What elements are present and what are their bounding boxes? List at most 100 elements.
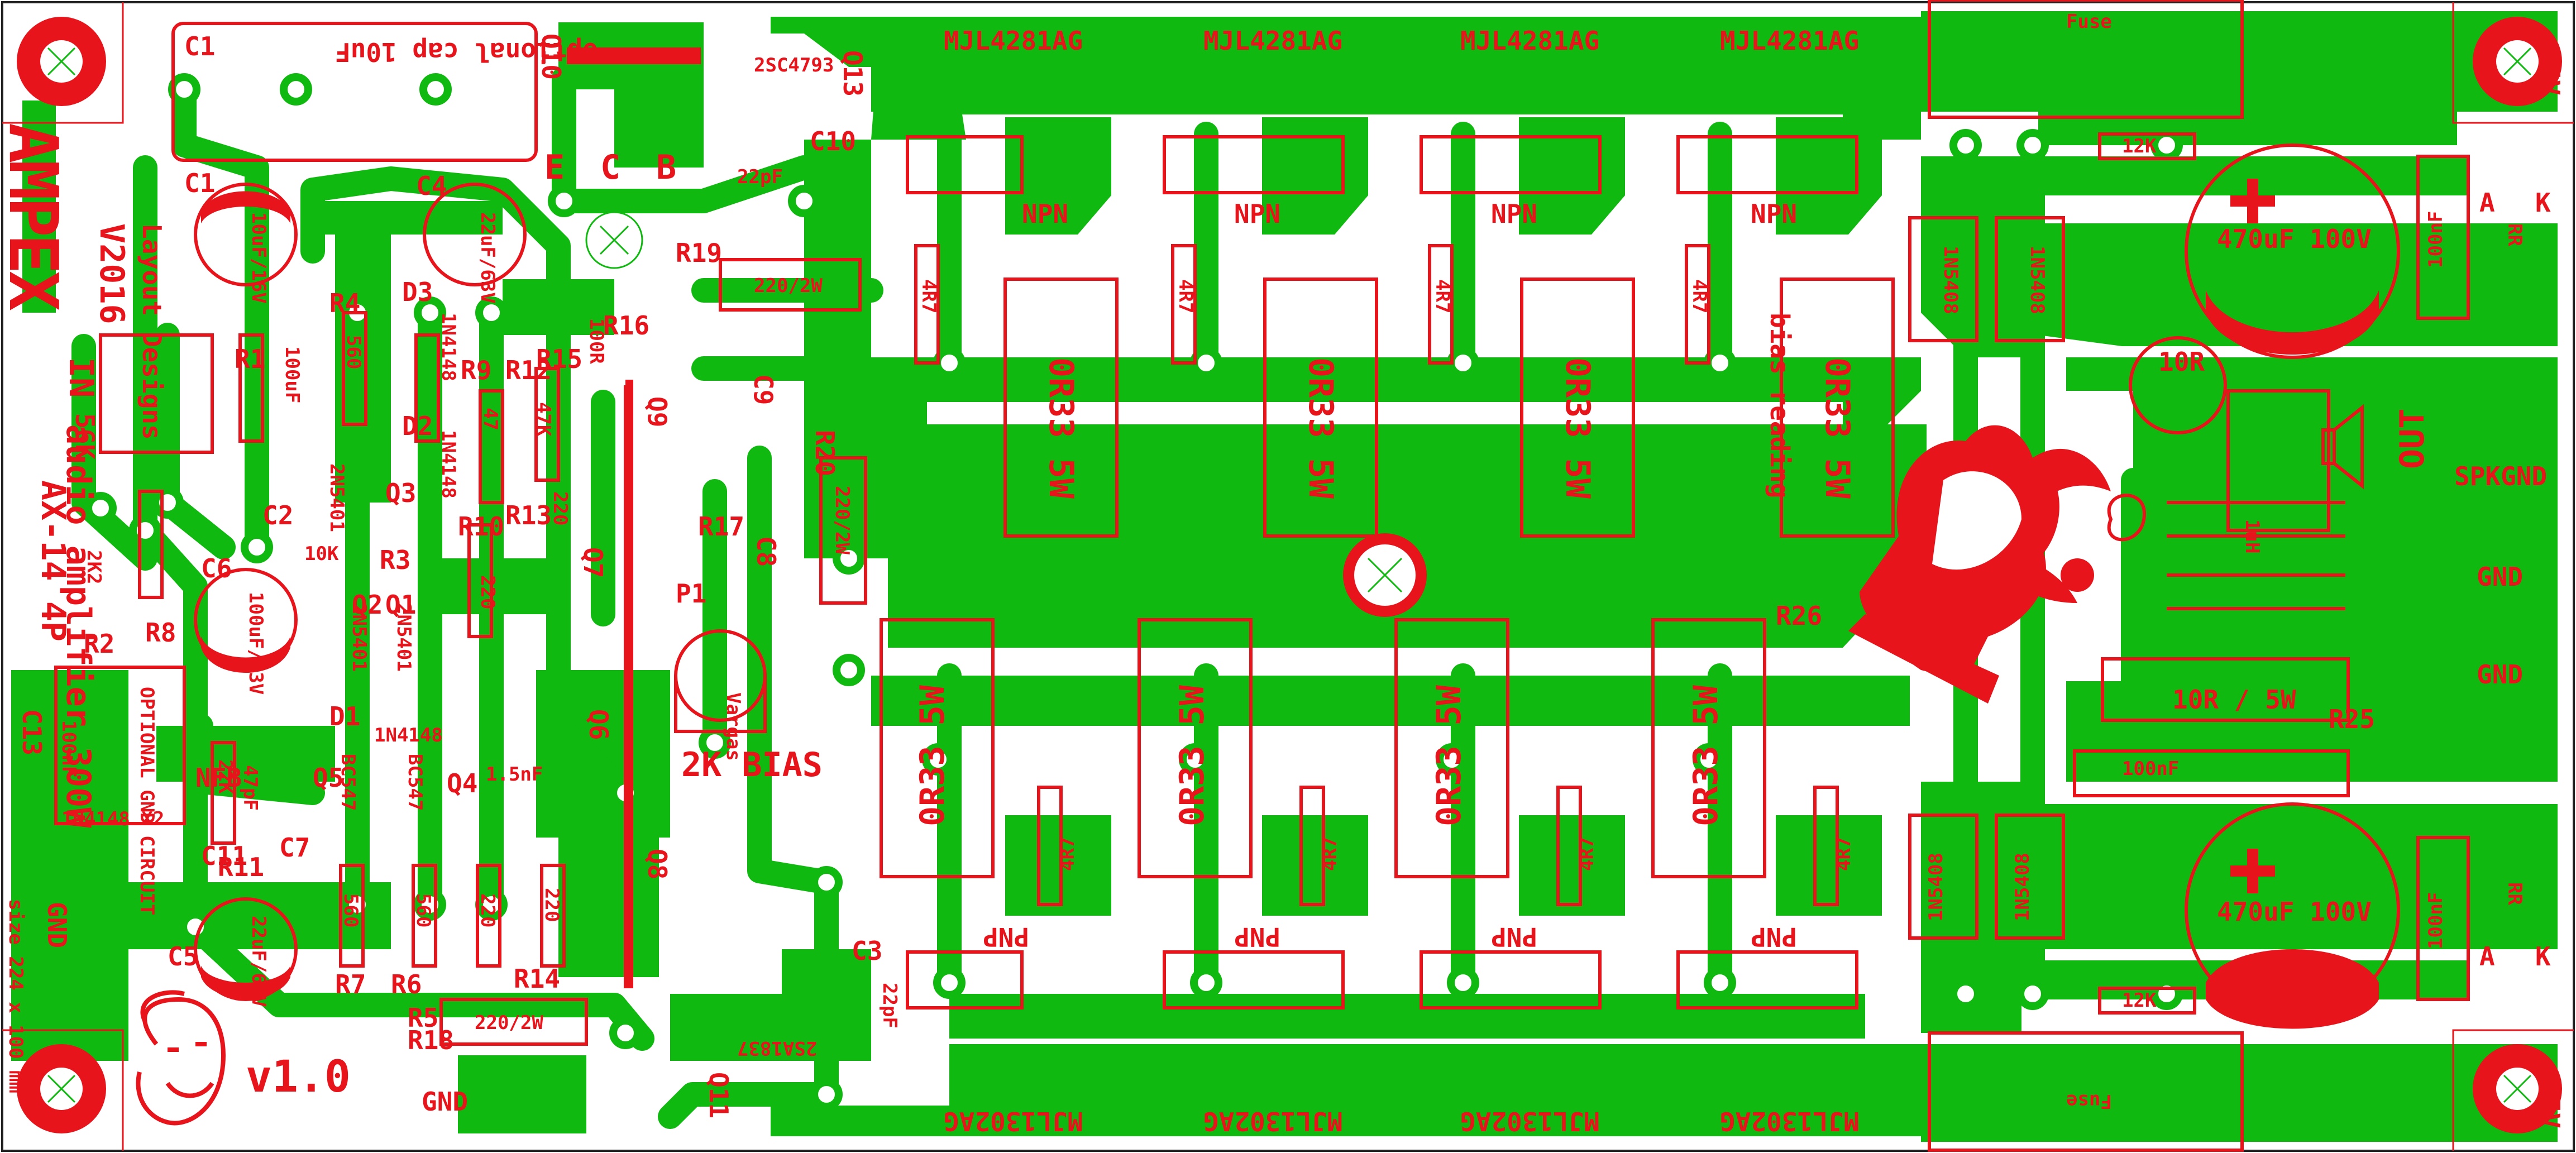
gnd-label-left: GND — [42, 902, 72, 949]
q-bot-2-type: PNP — [1234, 922, 1281, 952]
r19-label: R19 — [676, 238, 723, 268]
r4-label: R4 — [329, 288, 361, 318]
r-2k2: 2K2 — [83, 550, 105, 585]
r-560-a: 560 — [342, 335, 365, 370]
c7-value: 47pF — [239, 765, 261, 811]
d1-part: 1N4148 — [374, 724, 443, 747]
r9-label: R9 — [461, 355, 492, 385]
r-100r: 100R — [585, 318, 608, 364]
q9-label: Q9 — [642, 396, 672, 428]
r14-label: R14 — [514, 964, 561, 994]
diode-3: 1N5408 — [1925, 853, 1947, 921]
r-10r-5w: 10R / 5W — [2172, 685, 2296, 715]
coil-label: 1uH — [2241, 519, 2263, 554]
q11-label: Q11 — [704, 1072, 734, 1119]
q-bot-4-part: MJL1302AG — [1720, 1106, 1860, 1136]
c11-label: C11 — [201, 841, 248, 871]
rb-bot-3: 4R7 — [1576, 836, 1598, 871]
q-top-4-part: MJL4281AG — [1720, 26, 1860, 56]
knight-helmet-logo — [1848, 425, 2111, 704]
rb-bot-1: 4R7 — [1057, 836, 1079, 871]
r10-label: R10 — [458, 511, 505, 542]
q-top-4-type: NPN — [1751, 199, 1798, 229]
q-top-2-type: NPN — [1234, 199, 1281, 229]
q13-part: 2SC4793 — [754, 54, 834, 76]
r2-label: R2 — [84, 629, 115, 659]
led-rr-bottom: RR — [2503, 882, 2526, 905]
out-label: OUT — [2393, 408, 2432, 469]
c10-value: 22pF — [737, 166, 783, 188]
led-a-bottom: A — [2479, 941, 2495, 972]
q-top-2-part: MJL4281AG — [1203, 26, 1343, 56]
brand-version: V2016 — [92, 223, 131, 324]
gnd-label-1: GND — [2477, 562, 2524, 592]
r17-label: R17 — [698, 511, 745, 542]
cap-100nf-bottom: 100nF — [2425, 892, 2447, 949]
plus-v-label: +65V — [2535, 34, 2565, 95]
r-10k: 10K — [304, 543, 339, 565]
ampex-logo: AMPEX — [0, 123, 71, 310]
c3-value: 22pF — [878, 983, 901, 1028]
q8-label: Q8 — [642, 849, 672, 880]
cap-470-bottom: 470uF 100V — [2217, 897, 2372, 927]
r-47k: 47K — [532, 402, 555, 437]
q13-label: Q13 — [838, 50, 868, 97]
re-bot-2: 0R33 5W — [1173, 685, 1212, 826]
q1-label: Q1 — [385, 590, 417, 620]
diodes-x2: 1N4148 X2 — [61, 808, 165, 830]
re-bot-3: 0R33 5W — [1430, 685, 1469, 826]
r3-label: R3 — [380, 545, 411, 575]
pads — [84, 73, 2183, 1111]
q-top-3-part: MJL4281AG — [1460, 26, 1600, 56]
minus-v-label: -65V — [2535, 1066, 2565, 1128]
q-bot-2-part: MJL1302AG — [1203, 1106, 1343, 1136]
pin-b: B — [656, 148, 677, 187]
d3-part: 1N4148 — [437, 313, 460, 381]
r-12k-bot: 12K — [2122, 989, 2157, 1012]
c10-label: C10 — [810, 126, 857, 156]
q2-part: 2N5401 — [348, 603, 370, 672]
nfb-label: NFB — [195, 763, 242, 793]
c1-label-2: C1 — [184, 168, 216, 198]
gnd-label-2: GND — [2477, 659, 2524, 690]
q-bot-1-part: MJL1302AG — [944, 1106, 1083, 1136]
c8-label: C8 — [751, 536, 781, 567]
q-bot-4-type: PNP — [1751, 922, 1798, 952]
mascot-face — [136, 990, 226, 1126]
r-560-c: 560 — [412, 893, 434, 928]
r-560-b: 560 — [340, 893, 362, 928]
diode-1: 1N5408 — [1939, 246, 1962, 314]
q-bot-3-part: MJL1302AG — [1460, 1106, 1600, 1136]
diode-2: 1N5408 — [2026, 246, 2048, 314]
q-bot-3-type: PNP — [1491, 922, 1538, 952]
c4-value: 22uF/63V — [476, 212, 499, 304]
input-res: 56K — [70, 413, 100, 460]
c5-label: C5 — [168, 941, 199, 972]
q1-part: 2N5401 — [393, 603, 415, 672]
spkgnd-label: SPKGND — [2454, 461, 2548, 491]
c7-label: C7 — [279, 833, 310, 863]
diode-4: 1N5408 — [2011, 853, 2034, 921]
r-220-b: 220 — [476, 575, 499, 610]
d2-part: 1N4148 — [437, 430, 460, 499]
mounting-holes — [17, 17, 2562, 1133]
q5-part: BC547 — [337, 754, 359, 811]
pin-c: C — [600, 148, 621, 187]
r-220-c: 220 — [476, 893, 499, 928]
fuse-top: Fuse — [2066, 11, 2112, 33]
bias-reading: bias reading — [1765, 313, 1795, 499]
r-12k-top: 12K — [2122, 135, 2157, 157]
r-220-d: 220 — [541, 888, 563, 922]
q-top-3-type: NPN — [1491, 199, 1538, 229]
re-top-3: 0R33 5W — [1558, 357, 1597, 499]
r15-label: R15 — [536, 344, 583, 374]
q5-label: Q5 — [313, 763, 344, 793]
q3-part: 2N5401 — [326, 463, 348, 532]
r25-label: R25 — [2329, 704, 2376, 734]
p1-label: P1 — [676, 578, 707, 609]
d3-label: D3 — [402, 277, 433, 307]
brand-designer: Layout Designs — [137, 223, 167, 440]
c5-value: 22uF/63V — [247, 916, 270, 1007]
